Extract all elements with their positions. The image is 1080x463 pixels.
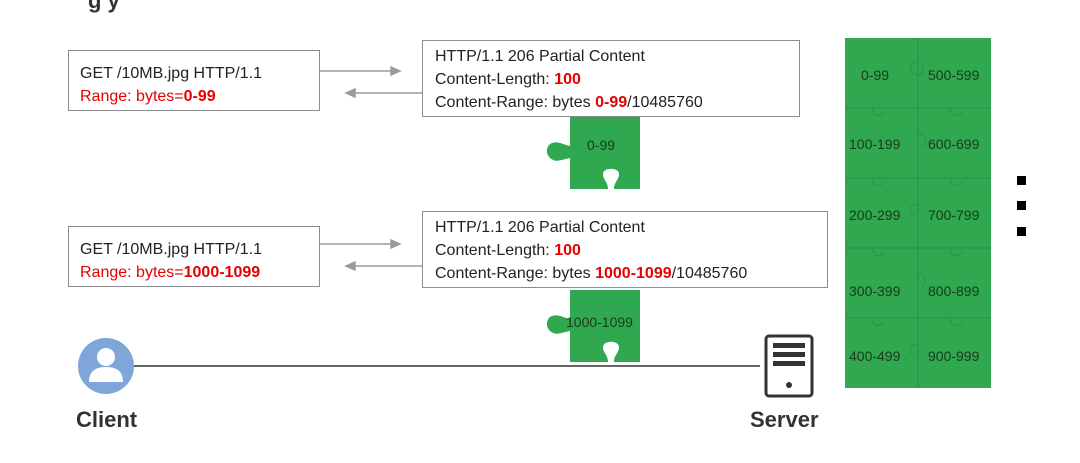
status-line: HTTP/1.1 206 Partial Content	[435, 219, 645, 236]
chunk-label: 600-699	[928, 136, 980, 152]
cropped-header: g y	[88, 0, 120, 13]
ellipsis-dot	[1017, 201, 1026, 210]
puzzle-piece-label-1: 0-99	[587, 137, 616, 153]
chunk-label: 700-799	[928, 207, 980, 223]
chunk-label: 800-899	[928, 283, 980, 299]
chunk-label: 100-199	[849, 136, 901, 152]
chunk-label: 400-499	[849, 348, 901, 364]
arrow-request-2	[320, 238, 402, 250]
status-line: HTTP/1.1 206 Partial Content	[435, 48, 645, 65]
range-header: Range: bytes=0-99	[80, 88, 216, 105]
request-box-1: GET /10MB.jpg HTTP/1.1 Range: bytes=0-99	[68, 50, 320, 111]
puzzle-piece-1	[546, 117, 640, 189]
request-line: GET /10MB.jpg HTTP/1.1	[80, 65, 262, 82]
chunk-label: 300-399	[849, 283, 901, 299]
chunk-label: 200-299	[849, 207, 901, 223]
server-tower-icon	[764, 334, 814, 398]
chunk-label: 500-599	[928, 67, 980, 83]
chunk-label: 0-99	[861, 67, 890, 83]
user-avatar-icon	[78, 338, 134, 394]
ellipsis-dot	[1017, 227, 1026, 236]
content-length-line: Content-Length: 100	[435, 242, 581, 259]
content-range-line: Content-Range: bytes 1000-1099/10485760	[435, 265, 748, 282]
request-box-2: GET /10MB.jpg HTTP/1.1 Range: bytes=1000…	[68, 226, 320, 287]
content-length-line: Content-Length: 100	[435, 71, 581, 88]
range-header: Range: bytes=1000-1099	[80, 264, 261, 281]
client-label: Client	[76, 407, 138, 432]
puzzle-piece-2	[546, 290, 640, 362]
arrow-response-2	[344, 260, 422, 272]
response-box-1: HTTP/1.1 206 Partial Content Content-Len…	[422, 40, 800, 117]
chunk-label: 900-999	[928, 348, 980, 364]
request-line: GET /10MB.jpg HTTP/1.1	[80, 241, 262, 258]
arrow-request-1	[320, 65, 402, 77]
arrow-response-1	[344, 87, 422, 99]
puzzle-piece-label-2: 1000-1099	[566, 314, 633, 330]
server-label: Server	[750, 407, 819, 432]
response-box-2: HTTP/1.1 206 Partial Content Content-Len…	[422, 211, 828, 288]
content-range-line: Content-Range: bytes 0-99/10485760	[435, 94, 703, 111]
ellipsis-dot	[1017, 176, 1026, 185]
file-chunk-grid	[845, 38, 991, 388]
